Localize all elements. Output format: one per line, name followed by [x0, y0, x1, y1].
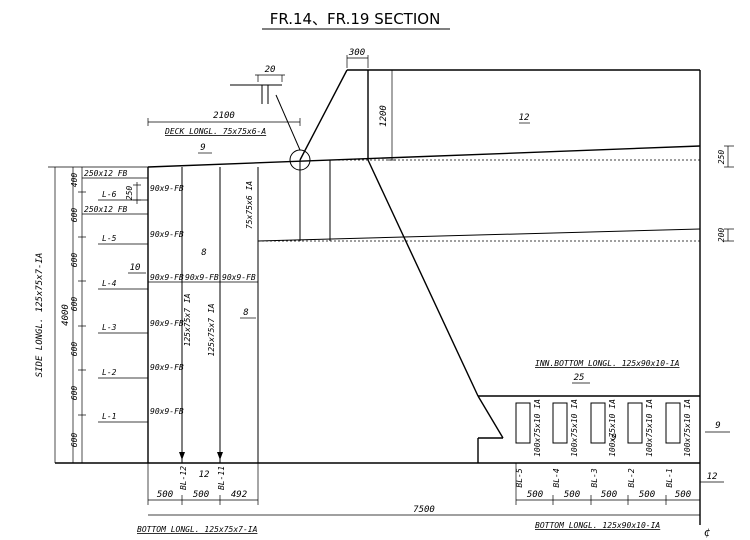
left-dim-600-4: 600: [70, 342, 79, 357]
vert-125-b: 125x75x7 IA: [207, 303, 216, 356]
bl-12: BL-12: [179, 466, 188, 490]
left-dim-600-5: 600: [70, 386, 79, 401]
dim-br-500-4: 500: [639, 490, 655, 500]
fb-90-8: 90x9-FB: [150, 407, 184, 416]
dim-br-500-3: 500: [601, 490, 617, 500]
dim-br-500-1: 500: [527, 490, 543, 500]
plate-12-right: 12: [707, 472, 718, 482]
plate-9-deck: 9: [200, 143, 205, 153]
left-dim-ticks: [78, 191, 86, 416]
bl-4: BL-4: [552, 468, 561, 487]
bl-2: BL-2: [627, 468, 636, 487]
dim-top-300: 300: [348, 48, 365, 58]
dim-250-right: 250: [717, 150, 726, 165]
plate-9-bottom: 9: [611, 433, 616, 443]
bl-3: BL-3: [590, 468, 599, 487]
deck-longl-label: DECK LONGL. 75x75x6-A: [164, 127, 266, 136]
plate-8-a: 8: [201, 248, 206, 258]
fb-90-6: 90x9-FB: [150, 319, 184, 328]
left-dim-600-2: 600: [70, 253, 79, 268]
angle-2: 100x75x10 IA: [570, 399, 579, 457]
bl-11: BL-11: [217, 466, 226, 490]
plate-12-deck: 12: [519, 113, 530, 123]
angle-4: 100x75x10 IA: [645, 399, 654, 457]
side-longitudinals: [98, 199, 148, 423]
dim-bl-492: 492: [231, 490, 247, 500]
dim-250-left: 250: [125, 186, 134, 201]
dim-br-500-5: 500: [675, 490, 691, 500]
left-dim-600-3: 600: [70, 297, 79, 312]
fb-250-2: 250x12 FB: [84, 205, 128, 214]
plate-25: 25: [574, 373, 585, 383]
left-dim-600-1: 600: [70, 208, 79, 223]
vert-75: 75x75x6 IA: [245, 181, 254, 229]
plate-12-bl: 12: [199, 470, 210, 480]
fb-90-2: 90x9-FB: [150, 230, 184, 239]
dim-web-20: 20: [265, 65, 276, 75]
dim-bl-500-2: 500: [193, 490, 209, 500]
vert-125-a: 125x75x7 IA: [183, 293, 192, 346]
dim-200-right: 200: [717, 228, 726, 243]
fb-90-1: 90x9-FB: [150, 184, 184, 193]
dim-1200: 1200: [379, 105, 389, 127]
angle-5: 100x75x10 IA: [683, 399, 692, 457]
plate-8-b: 8: [243, 308, 248, 318]
hull-outline: [55, 69, 701, 525]
plate-9-right: 9: [715, 421, 720, 431]
fb-90-7: 90x9-FB: [150, 363, 184, 372]
long-l4: L-4: [102, 279, 117, 288]
dim-7500: 7500: [413, 505, 435, 515]
fb-250-1: 250x12 FB: [84, 169, 128, 178]
dim-4000: 4000: [61, 304, 71, 326]
bl-5: BL-5: [515, 468, 524, 487]
bl-1: BL-1: [665, 468, 674, 487]
long-l3: L-3: [102, 323, 117, 332]
long-l1: L-1: [102, 412, 116, 421]
centerline-symbol: ¢: [704, 526, 711, 539]
drawing-title: FR.14、FR.19 SECTION: [270, 10, 441, 28]
dim-2100: 2100: [213, 111, 235, 121]
left-dim-600-6: 600: [70, 433, 79, 448]
fb-90-3: 90x9-FB: [150, 273, 184, 282]
long-l6: L-6: [102, 190, 117, 199]
long-l5: L-5: [102, 234, 117, 243]
plate-10: 10: [130, 263, 141, 273]
left-dim-400: 400: [70, 173, 79, 188]
bottom-longl-left: BOTTOM LONGL. 125x75x7-IA: [137, 525, 258, 534]
dim-bl-500-1: 500: [157, 490, 173, 500]
inn-bottom-label: INN.BOTTOM LONGL. 125x90x10-IA: [535, 359, 680, 368]
fb-90-4: 90x9-FB: [185, 273, 219, 282]
angle-1: 100x75x10 IA: [533, 399, 542, 457]
bottom-longl-right: BOTTOM LONGL. 125x90x10-IA: [535, 521, 660, 530]
angle-3: 100x75x10 IA: [608, 399, 617, 457]
side-longl-label: SIDE LONGL. 125x75x7-IA: [35, 253, 45, 378]
inner-bottom-angles: [515, 402, 681, 444]
fb-90-5: 90x9-FB: [222, 273, 256, 282]
long-l2: L-2: [102, 368, 117, 377]
dim-br-500-2: 500: [564, 490, 580, 500]
